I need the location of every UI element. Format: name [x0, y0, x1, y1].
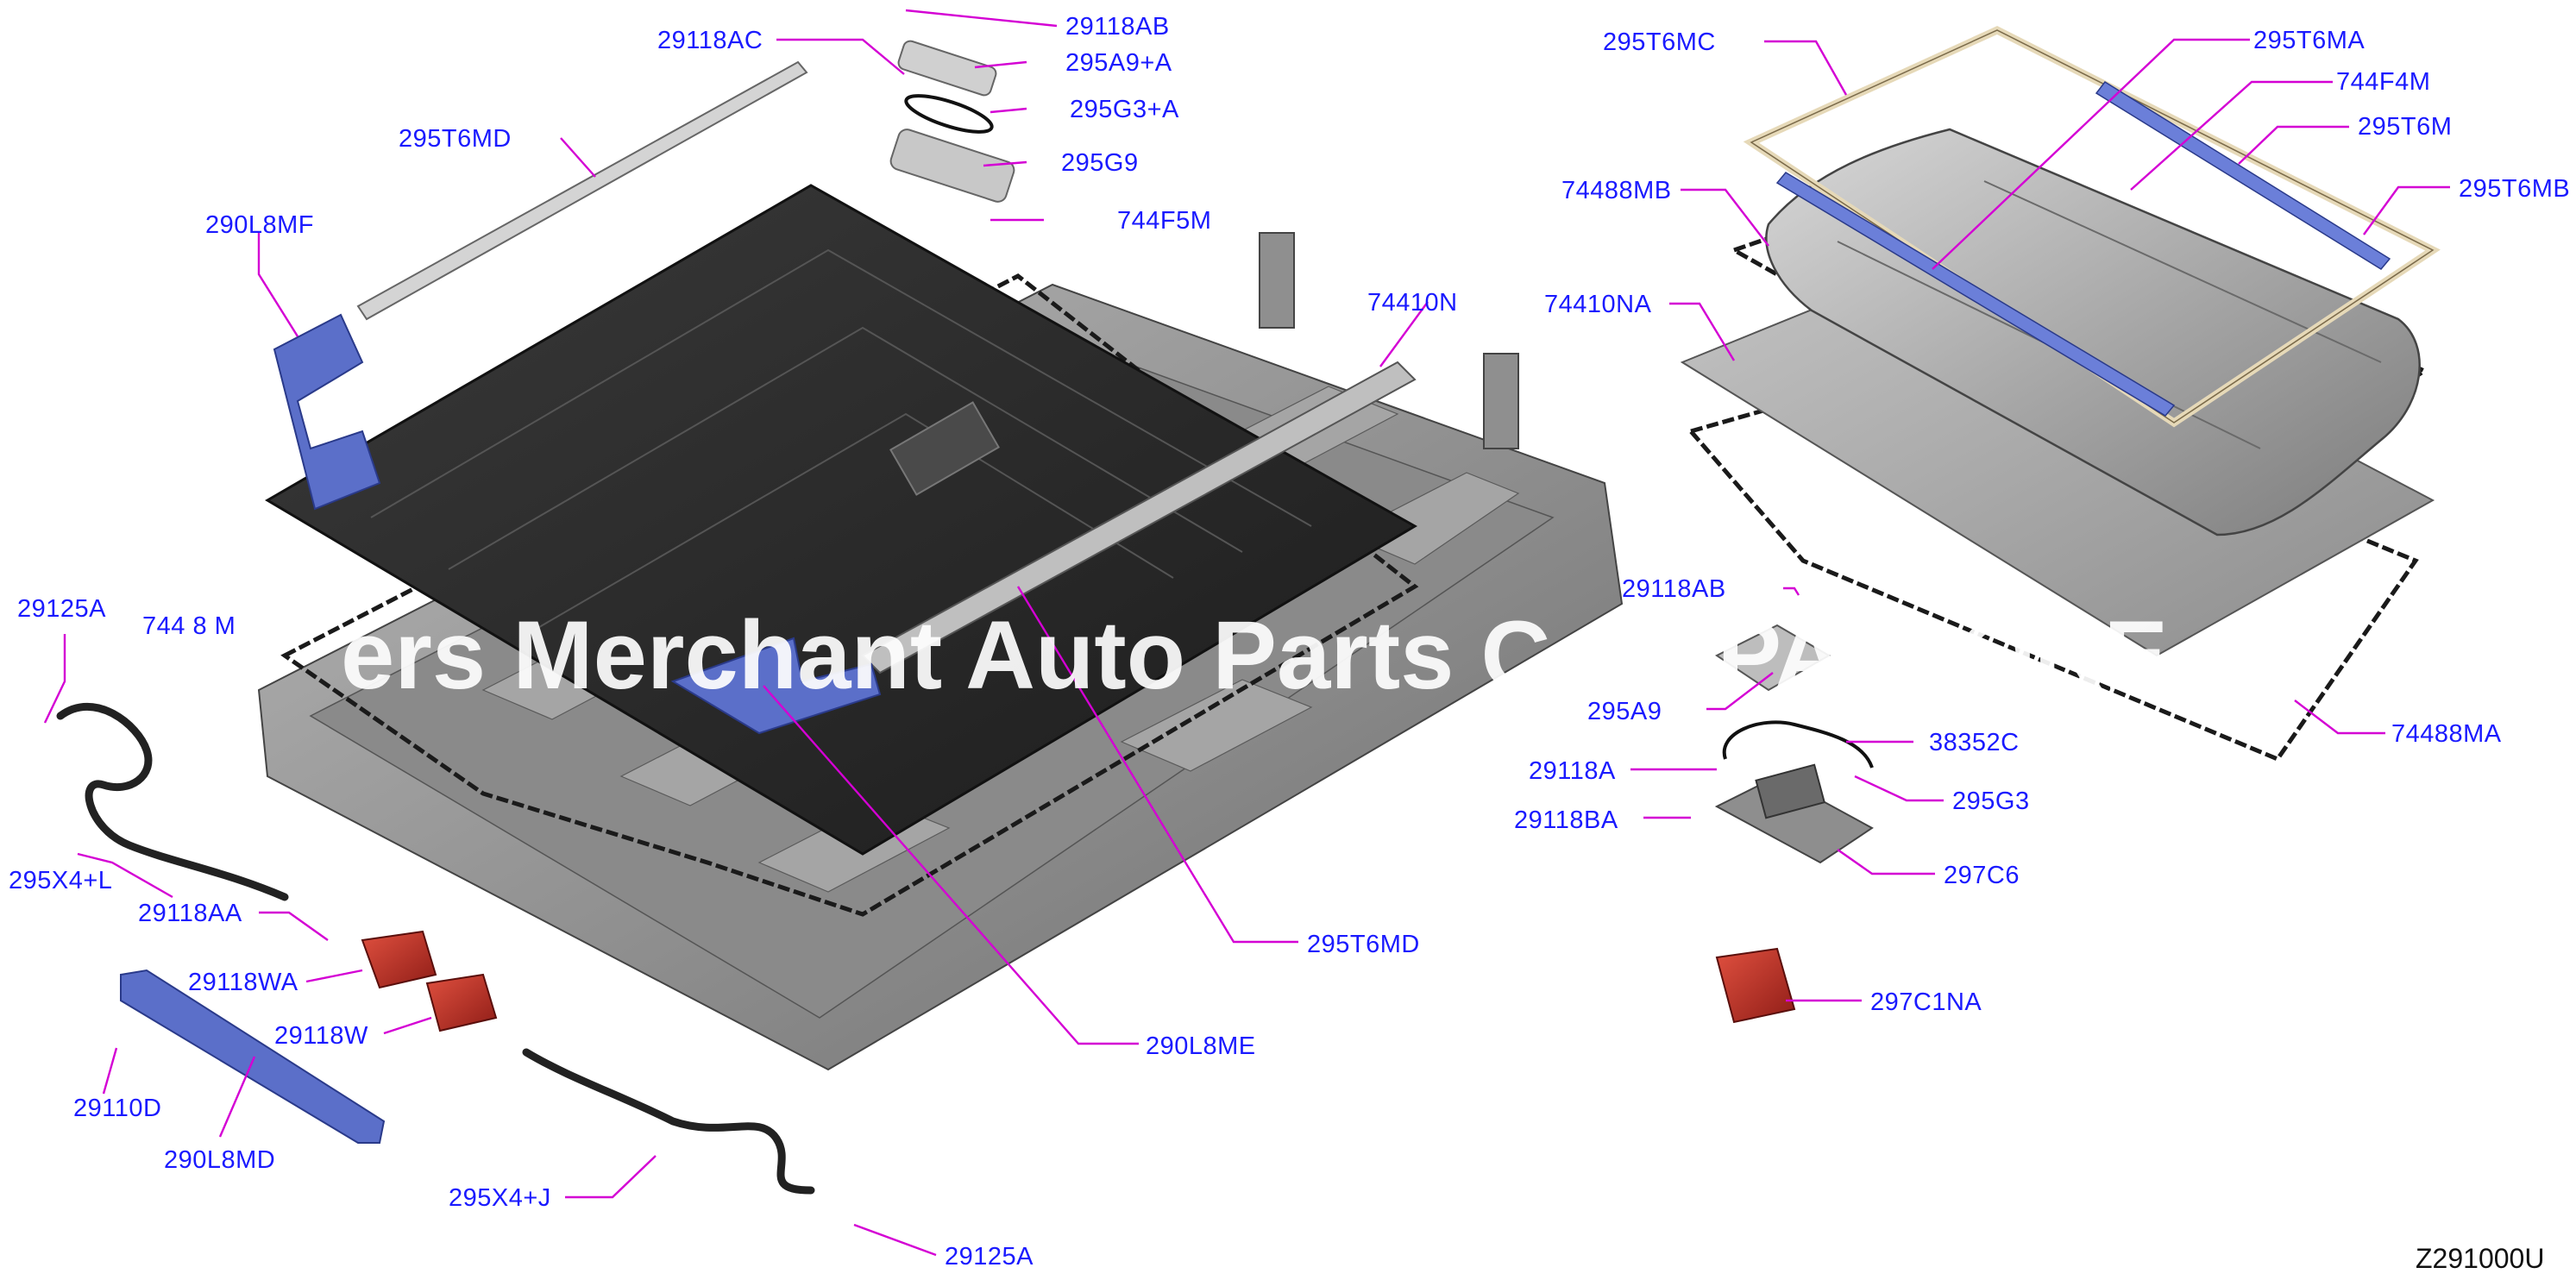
red-plug-base — [1715, 947, 1796, 1024]
callout-74488mb[interactable]: 74488MB — [1561, 177, 1672, 204]
callout-295t6m[interactable]: 295T6M — [2358, 113, 2452, 141]
cover-blue-strip-right — [2095, 81, 2391, 270]
callout-295t6mb[interactable]: 295T6MB — [2459, 175, 2570, 203]
callout-29118a[interactable]: 29118A — [1529, 757, 1616, 785]
callout-74410na[interactable]: 74410NA — [1544, 291, 1652, 318]
left-harness — [56, 702, 289, 901]
service-plug-group — [1714, 624, 1874, 1024]
callout-29118w[interactable]: 29118W — [274, 1022, 368, 1050]
callout-295a9a[interactable]: 295A9+A — [1065, 49, 1172, 77]
callout-295g9[interactable]: 295G9 — [1061, 149, 1139, 177]
callout-29125a-bottom[interactable]: 29125A — [945, 1243, 1034, 1271]
callout-29110d[interactable]: 29110D — [73, 1095, 161, 1122]
tray-upright-2 — [1483, 353, 1519, 449]
callout-74488ma[interactable]: 74488MA — [2391, 720, 2502, 748]
top-fitting-parts — [889, 40, 1015, 203]
callout-74410n[interactable]: 74410N — [1367, 289, 1458, 317]
upper-seal-strip — [356, 60, 808, 321]
bottom-harness — [522, 1048, 815, 1195]
callout-744f4m[interactable]: 744F4M — [2336, 68, 2430, 96]
callout-290l8md[interactable]: 290L8MD — [164, 1146, 275, 1174]
lid-gasket — [280, 273, 1419, 917]
callout-295x4j[interactable]: 295X4+J — [449, 1184, 551, 1212]
diagram-code: Z291000U — [2416, 1243, 2544, 1274]
callout-29118ac[interactable]: 29118AC — [657, 27, 763, 54]
callout-295t6mc[interactable]: 295T6MC — [1603, 28, 1716, 56]
callout-74488m-partial[interactable]: 744 8 M — [142, 612, 236, 640]
callout-295g3a[interactable]: 295G3+A — [1070, 96, 1179, 123]
callout-744f5m[interactable]: 744F5M — [1117, 207, 1211, 235]
callout-29118ab-right[interactable]: 29118AB — [1622, 575, 1726, 603]
callout-295x4l[interactable]: 295X4+L — [9, 867, 112, 894]
callout-295t6ma[interactable]: 295T6MA — [2253, 27, 2365, 54]
callout-38352c[interactable]: 38352C — [1929, 729, 2020, 756]
callout-29118ba[interactable]: 29118BA — [1514, 806, 1618, 834]
callout-295t6md-top[interactable]: 295T6MD — [399, 125, 512, 153]
battery-lid — [265, 184, 1417, 856]
tray-upright-1 — [1259, 232, 1295, 329]
callout-29118wa[interactable]: 29118WA — [188, 969, 298, 996]
cover-blue-strip-left — [1775, 172, 2176, 417]
tray-reinforcement-strip — [861, 361, 1417, 675]
callout-297c1na[interactable]: 297C1NA — [1870, 988, 1982, 1016]
callout-labels: 29118AB 29118AC 295A9+A 295G3+A 295G9 29… — [9, 13, 2570, 1271]
center-blue-bracket — [670, 637, 882, 735]
callout-29118ab-top[interactable]: 29118AB — [1065, 13, 1170, 41]
left-blue-bracket — [273, 313, 381, 511]
callout-295g3[interactable]: 295G3 — [1952, 787, 2030, 815]
callout-295t6md-mid[interactable]: 295T6MD — [1307, 931, 1420, 958]
lower-right-gasket — [1687, 360, 2419, 762]
connector-29118wa — [361, 930, 437, 989]
bottom-blue-rail — [120, 969, 386, 1144]
callout-297c6[interactable]: 297C6 — [1944, 862, 2020, 889]
leader-lines — [43, 9, 2450, 1257]
connector-29118w — [425, 973, 498, 1032]
callout-290l8mf[interactable]: 290L8MF — [205, 211, 314, 239]
callout-29125a-left[interactable]: 29125A — [17, 595, 106, 623]
callout-29118aa[interactable]: 29118AA — [138, 900, 242, 927]
watermark-text: ers Merchant Auto Parts Cate PA S ORE — [341, 601, 2168, 709]
callout-295a9[interactable]: 295A9 — [1587, 698, 1662, 725]
callout-290l8me[interactable]: 290L8ME — [1146, 1032, 1256, 1060]
